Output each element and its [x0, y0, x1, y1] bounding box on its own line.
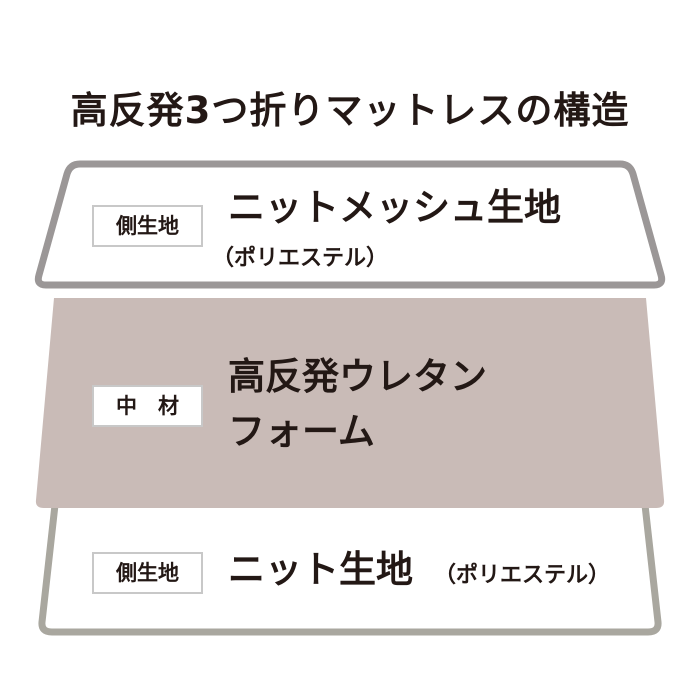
layer-name-middle-line1: 高反発ウレタン [228, 355, 487, 398]
layer-label-bottom: 側生地 [92, 552, 203, 594]
middle-layer-fill [35, 298, 665, 508]
layer-name-bottom: ニット生地 [228, 548, 413, 591]
layer-detail-bottom: （ポリエステル） [434, 563, 611, 588]
layer-name-top: ニットメッシュ生地 [228, 186, 561, 229]
layer-detail-top: （ポリエステル） [212, 246, 389, 271]
layer-label-middle: 中 材 [92, 385, 203, 427]
layer-label-top: 側生地 [92, 205, 203, 247]
page-title: 高反発3つ折りマットレスの構造 [70, 89, 630, 132]
layer-name-middle-line2: フォーム [228, 410, 375, 453]
top-layer-outline [34, 160, 666, 289]
bottom-layer-outline [38, 504, 662, 636]
